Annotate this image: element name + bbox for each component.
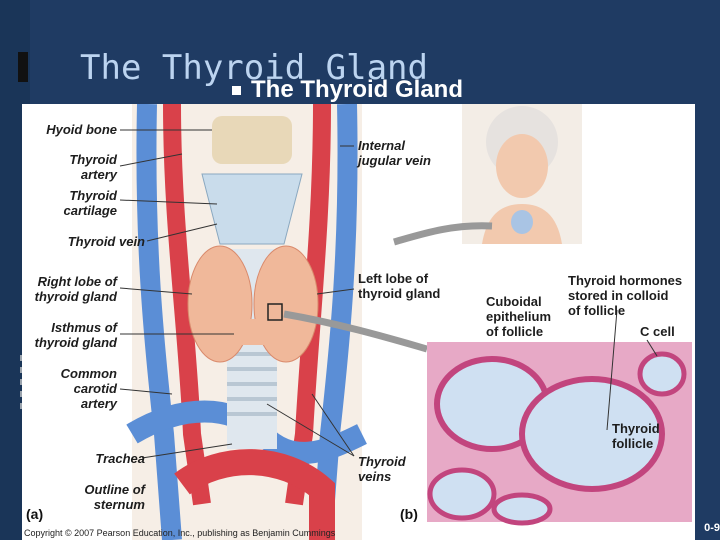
label-cuboidal-line3: of follicle bbox=[486, 324, 544, 339]
copyright-notice: Copyright © 2007 Pearson Education, Inc.… bbox=[24, 528, 336, 538]
label-trachea: Trachea bbox=[95, 451, 145, 466]
portrait-face bbox=[496, 134, 548, 198]
follicle-5 bbox=[491, 492, 553, 526]
label-outline-sternum-line1: Outline of bbox=[84, 482, 145, 497]
arrow-to-micrograph bbox=[283, 310, 428, 353]
label-hyoid-bone: Hyoid bone bbox=[46, 122, 117, 137]
label-thyroid-veins-line1: Thyroid bbox=[358, 454, 406, 469]
label-thyroid-vein: Thyroid vein bbox=[68, 234, 145, 249]
isthmus-shape bbox=[232, 319, 276, 345]
label-c-cell: C cell bbox=[640, 324, 675, 339]
label-hormones-line1: Thyroid hormones bbox=[568, 273, 683, 288]
follicle-3 bbox=[427, 467, 497, 521]
label-c-cell-text: C cell bbox=[640, 324, 675, 339]
leader-lines bbox=[119, 129, 658, 459]
thyroid-cartilage-shape bbox=[201, 173, 303, 245]
bullet-title-text: The Thyroid Gland bbox=[251, 76, 464, 103]
portrait-thyroid bbox=[511, 210, 533, 234]
label-left-lobe-line1: Left lobe of bbox=[358, 271, 429, 286]
aortic-arch bbox=[174, 449, 335, 540]
label-cuboidal-line2: epithelium bbox=[486, 309, 552, 324]
label-internal-jugular-line1: Internal bbox=[358, 138, 405, 153]
left-jugular-vein bbox=[312, 104, 358, 540]
label-trachea-text: Trachea bbox=[95, 451, 145, 466]
label-hormones-line3: of follicle bbox=[568, 303, 626, 318]
bullet-title: The Thyroid Gland bbox=[232, 76, 463, 104]
label-thyroid-veins-line2: veins bbox=[358, 469, 392, 484]
label-cuboidal-line1: Cuboidal bbox=[486, 294, 542, 309]
label-common-carotid-line2: carotid bbox=[73, 381, 117, 396]
hyoid-bone-shape bbox=[212, 116, 292, 164]
slide-title: The Thyroid Gland bbox=[80, 48, 428, 88]
label-right-lobe-line1: Right lobe of bbox=[37, 274, 117, 289]
label-isthmus-line2: thyroid gland bbox=[34, 335, 117, 350]
label-hyoid-bone-text: Hyoid bone bbox=[46, 122, 117, 137]
label-internal-jugular-line2: jugular vein bbox=[358, 153, 431, 168]
follicle-2 bbox=[519, 376, 665, 492]
label-thyroid-cartilage-line2: cartilage bbox=[63, 203, 117, 218]
label-outline-sternum-line2: sternum bbox=[93, 497, 145, 512]
page-number: 0-9 bbox=[704, 522, 720, 534]
figure-illustration bbox=[119, 104, 692, 540]
label-common-carotid-line3: artery bbox=[80, 396, 117, 411]
panel-label-b: (b) bbox=[400, 506, 418, 522]
bullet-square-icon bbox=[232, 86, 241, 96]
label-isthmus-line1: Isthmus of bbox=[51, 320, 117, 335]
label-hormones-line2: stored in colloid bbox=[568, 288, 669, 303]
label-thyroid-artery-line1: Thyroid bbox=[69, 152, 117, 167]
label-follicle-line1: Thyroid bbox=[612, 421, 660, 436]
label-thyroid-vein-text: Thyroid vein bbox=[67, 234, 145, 249]
label-follicle-line2: follicle bbox=[612, 436, 654, 451]
label-thyroid-artery-line2: artery bbox=[80, 167, 117, 182]
panel-label-a: (a) bbox=[26, 506, 44, 522]
arrow-to-portrait bbox=[393, 222, 493, 246]
label-thyroid-cartilage-line1: Thyroid bbox=[69, 188, 117, 203]
label-common-carotid-line1: Common bbox=[60, 366, 117, 381]
black-accent-block bbox=[18, 52, 28, 82]
magnified-region-box bbox=[267, 303, 283, 321]
label-left-lobe-line2: thyroid gland bbox=[358, 286, 441, 301]
follicle-4 bbox=[637, 351, 687, 397]
label-right-lobe-line2: thyroid gland bbox=[34, 289, 117, 304]
